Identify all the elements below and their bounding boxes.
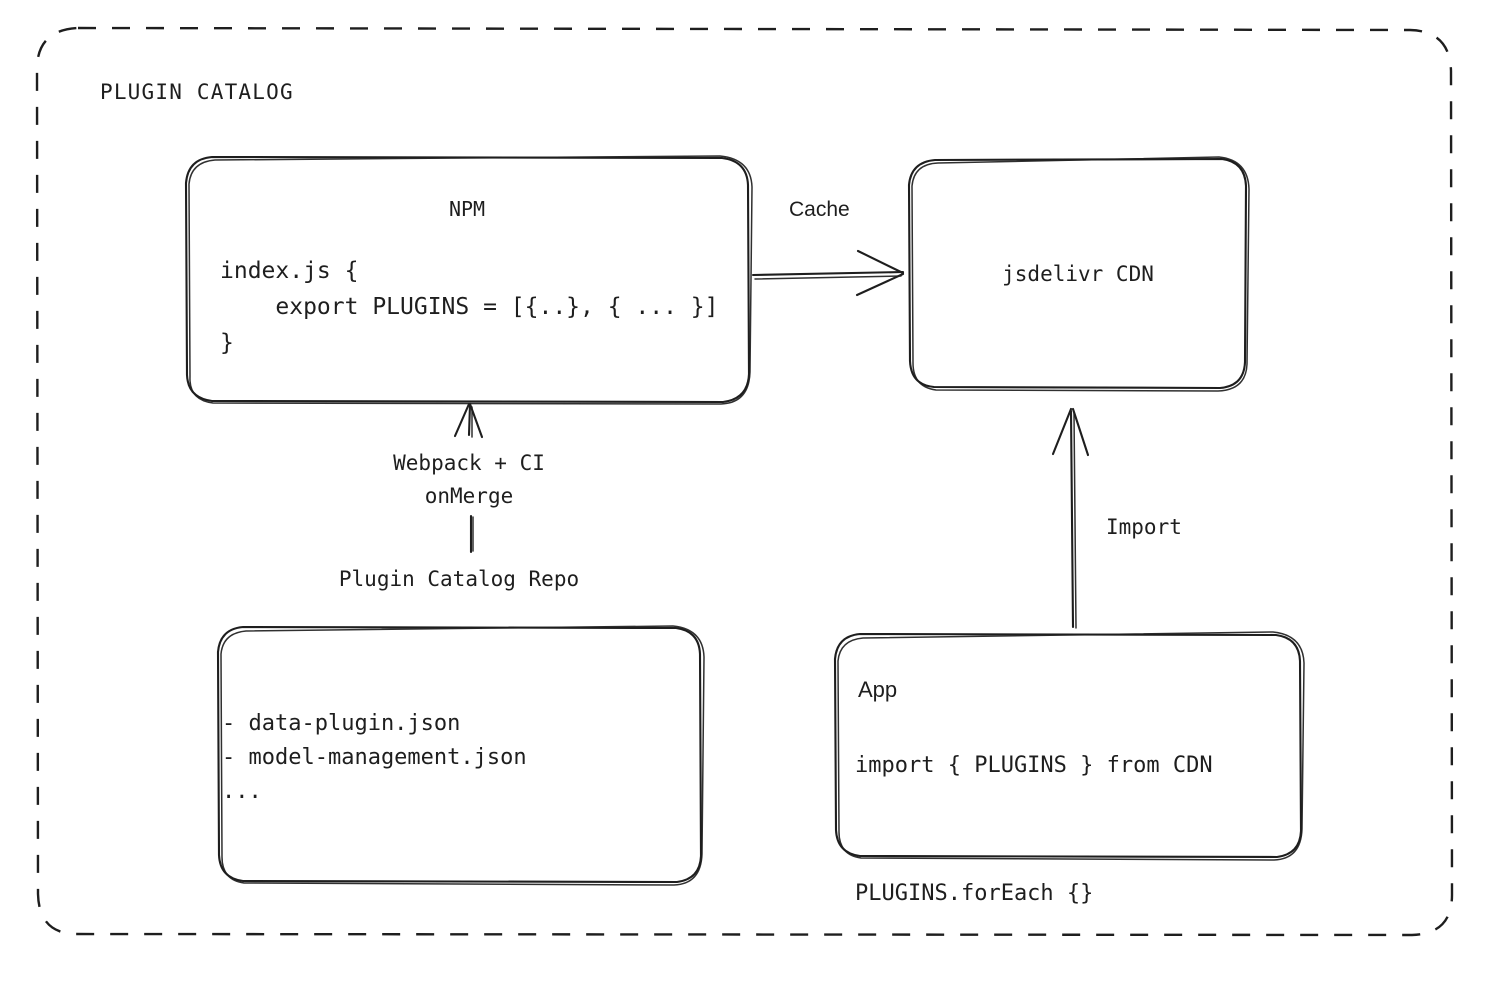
import-arrow [1051,407,1090,629]
cdn-node-shape [907,156,1250,392]
repo-node-title: Plugin Catalog Repo [338,567,580,591]
build-edge-label: Webpack + CI onMerge [393,451,545,508]
npm-node-code: index.js { export PLUGINS = [{..}, { ...… [220,258,719,356]
app-node-shape [833,631,1305,861]
repo-node-shape [216,625,705,886]
plugin-catalog-frame [35,26,1454,937]
repo-node-files: - data-plugin.json - model-management.js… [222,711,527,804]
app-node-code: import { PLUGINS } from CDN PLUGINS.forE… [855,753,1213,906]
npm-node-shape [184,155,753,405]
cache-arrow [751,249,905,297]
import-edge-label: Import [1106,515,1182,539]
npm-node-title: NPM [448,197,486,221]
app-node-title: App [858,677,898,702]
frame-title: PLUGIN CATALOG [100,80,294,104]
cache-edge-label: Cache [789,198,850,221]
cdn-node-title: jsdelivr CDN [1002,262,1154,286]
build-arrow [453,402,484,554]
